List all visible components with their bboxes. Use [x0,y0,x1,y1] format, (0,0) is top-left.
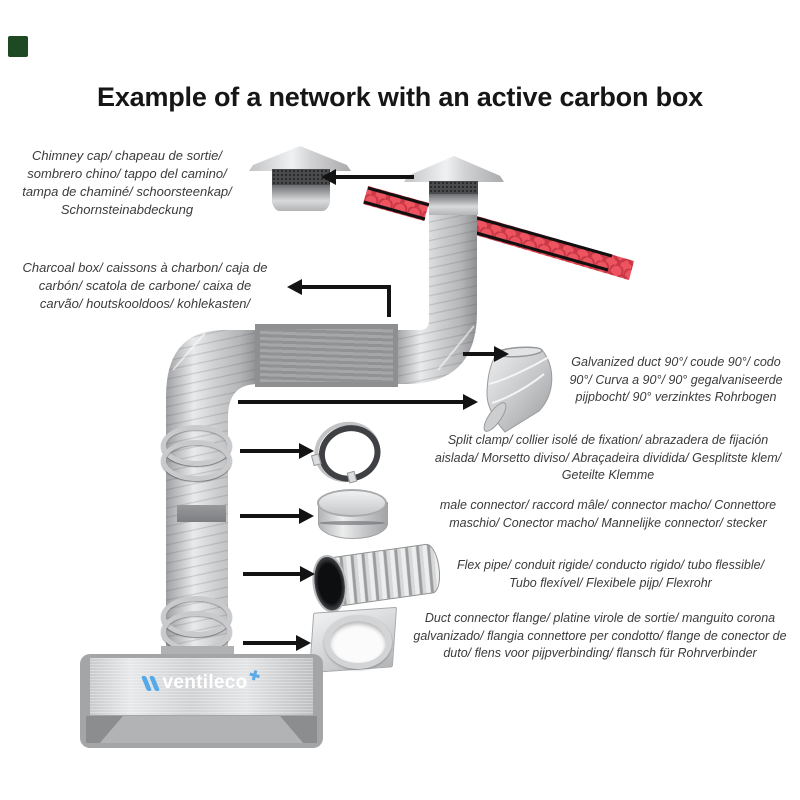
left-elbow-and-pipe [166,330,258,650]
label-line: carvão/ houtskooldoos/ kohlekasten/ [39,296,251,311]
chimney-cap-large-mesh [429,181,478,194]
label-line: Flex pipe/ conduit rigide/ conducto rigi… [456,558,765,572]
arrow-to-elbow-top [463,352,494,356]
label-line: Duct connector flange/ platine virole de… [424,611,776,625]
chimney-cap-small-body [272,169,330,211]
chimney-cap-large-shade [429,194,478,215]
duct-flange-product [308,606,398,674]
label-line: sombrero chino/ tappo del camino/ [27,166,227,181]
male-connector-top [317,489,387,517]
duct-flange-label: Duct connector flange/ platine virole de… [400,610,800,663]
base-unit-bottom [86,716,317,743]
arrowhead-split-clamp [299,443,314,459]
galvanized-duct-label: Galvanized duct 90°/ coude 90°/ codo 90°… [551,354,800,407]
base-unit-stub-flange [161,646,234,656]
arrowhead-male-connector [299,508,314,524]
roof-insulation-strip [363,186,634,280]
arrow-to-elbow-bottom [238,400,463,404]
label-line: male connector/ raccord mâle/ connector … [439,498,777,512]
male-connector-groove [319,521,385,525]
charcoal-box-illustration [255,324,398,387]
page-title: Example of a network with an active carb… [97,82,703,112]
label-line: Chimney cap/ chapeau de sortie/ [31,148,223,163]
arrow-to-duct-flange [243,641,296,645]
green-marker [8,36,28,57]
label-line: aislada/ Morsetto diviso/ Abraçadeira di… [434,450,782,465]
arrow-to-split-clamp [240,449,299,453]
base-unit [80,654,323,748]
label-line: carbón/ scatola de carbone/ caixa de [38,278,252,293]
duct-flange-collar [324,615,392,669]
fan-plus-icon: ✚ [246,666,262,685]
label-line: Tubo flexível/ Flexibele pijp/ Flexrohr [509,575,712,590]
base-unit-panel [90,658,313,715]
arrow-to-charcoal-label [302,285,391,289]
upper-duct-and-elbow [396,203,477,384]
label-line: Split clamp/ collier isolé de fixation/ … [447,433,769,447]
arrow-to-male-connector [240,514,299,518]
label-line: Geteilte Klemme [561,468,655,482]
arrow-charcoal-vertical [387,287,391,317]
arrow-to-flex-pipe [243,572,300,576]
label-line: 90°/ Curva a 90°/ 90° gegalvaniseerde [569,372,783,387]
pipe-clamp-upper-front [161,440,232,481]
label-line: Galvanized duct 90°/ coude 90°/ codo [571,355,781,369]
split-clamp-label: Split clamp/ collier isolé de fixation/ … [413,432,800,485]
label-line: pijpbocht/ 90° verzinktes Rohrbogen [575,390,777,404]
chimney-cap-small-mesh [272,169,330,185]
brand-logo: ventileco ✚ [80,666,323,697]
male-connector-product [317,489,388,545]
arrowhead-elbow-top [494,346,509,362]
elbow-90-product [483,346,553,433]
label-line: Charcoal box/ caissons à charbon/ caja d… [22,260,268,275]
base-unit-bottom-trapezoid [99,716,304,743]
arrow-to-chimney-cap [336,175,414,179]
label-line: duto/ flens voor pijpverbinding/ flansch… [443,646,757,660]
chimney-cap-label: Chimney cap/ chapeau de sortie/ sombrero… [2,147,252,219]
logo-text: ventileco [162,672,248,693]
chimney-cap-small-shade [272,185,330,211]
pipe-joint-band [177,505,226,522]
charcoal-box-label: Charcoal box/ caissons à charbon/ caja d… [0,259,290,313]
label-line: maschio/ Conector macho/ Mannelijke conn… [449,515,767,530]
arrowhead-charcoal-label [287,279,302,295]
arrowhead-flex-pipe [300,566,315,582]
flex-pipe-label: Flex pipe/ conduit rigide/ conducto rigi… [423,557,798,592]
label-line: tampa de chaminé/ schoorsteenkap/ [22,184,232,199]
label-line: galvanizado/ flangia connettore per cond… [413,628,787,643]
chimney-cap-large-body [429,181,478,215]
arrowhead-duct-flange [296,635,311,651]
label-line: Schornsteinabdeckung [60,202,194,217]
arrowhead-chimney-cap [321,169,336,185]
arrowhead-elbow-bottom [463,394,478,410]
male-connector-label: male connector/ raccord mâle/ connector … [418,497,798,532]
